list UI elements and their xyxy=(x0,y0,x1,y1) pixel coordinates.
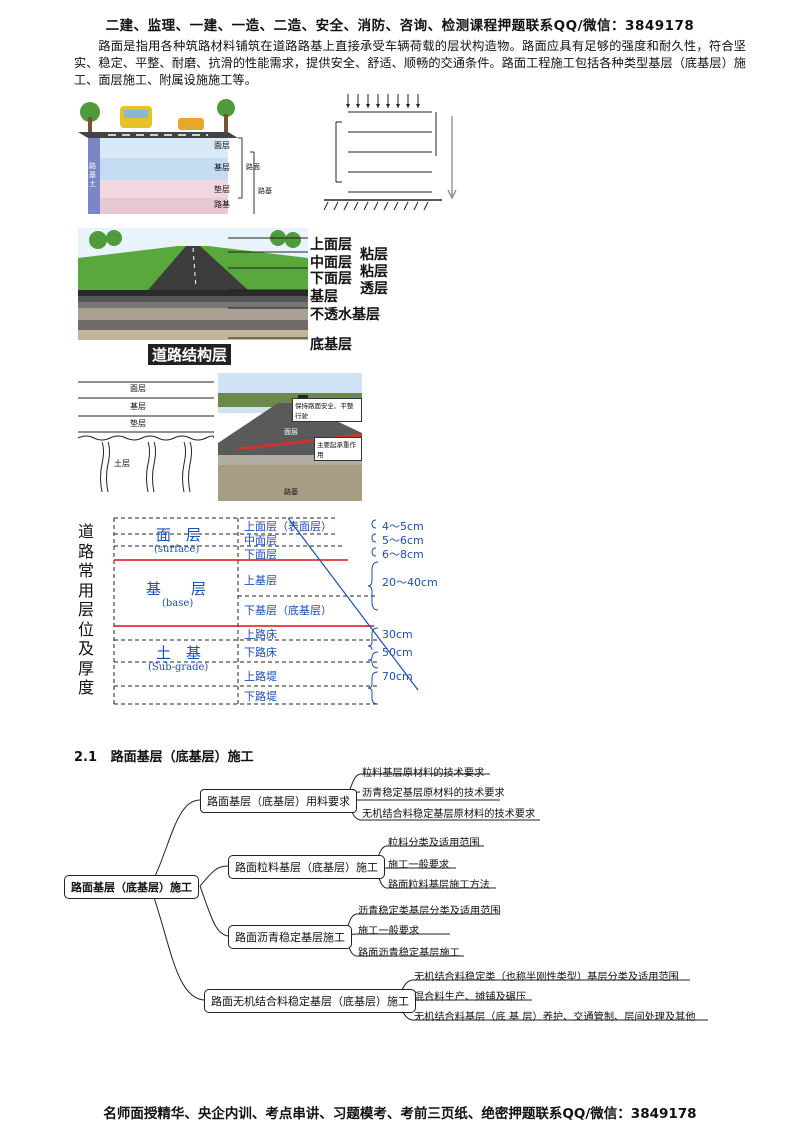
thickness-label: 50cm xyxy=(382,646,413,659)
thickness-label: 5～6cm xyxy=(382,534,424,547)
sublayer-label: 上路床 xyxy=(244,628,277,641)
mindmap-branch: 路面无机结合料稳定基层（底基层）施工 xyxy=(204,989,416,1013)
section-title: 路面基层（底基层）施工 xyxy=(110,750,254,765)
layer-label: 基层 xyxy=(130,402,146,411)
page-footer: 名师面授精华、央企内训、考点串讲、习题模考、考前三页纸、绝密押题联系QQ/微信：… xyxy=(103,1106,697,1122)
layer-label: 基层 xyxy=(310,289,338,305)
title-char: 层 xyxy=(78,600,95,619)
thickness-label: 70cm xyxy=(382,670,413,683)
layer-thickness-diagram xyxy=(113,517,419,705)
layer-label: 底基层 xyxy=(310,337,352,353)
vertical-title: 道 路 常 用 层 位 及 厚 度 xyxy=(78,522,98,698)
mindmap-leaf: 施工一般要求 xyxy=(388,860,450,871)
sublayer-label: 上基层 xyxy=(244,574,277,587)
title-char: 位 xyxy=(78,619,95,639)
section-heading: 2.1 路面基层（底基层）施工 xyxy=(74,746,254,765)
title-char: 用 xyxy=(78,580,95,600)
mindmap-branch: 路面基层（底基层）用料要求 xyxy=(200,789,357,813)
title-char: 厚 xyxy=(78,658,95,678)
layer-label: 基层 xyxy=(214,163,230,172)
page-header: 二建、监理、一建、一造、二造、安全、消防、咨询、检测课程押题联系QQ/微信：38… xyxy=(105,18,695,34)
mindmap: 路面基层（底基层）施工 路面基层（底基层）用料要求 粒料基层原材料的技术要求 沥… xyxy=(0,760,800,1030)
mindmap-leaf: 无机结合料稳定基层原材料的技术要求 xyxy=(362,809,536,820)
sublayer-label: 下路堤 xyxy=(244,690,277,703)
layer-label: 垫层 xyxy=(130,419,146,428)
sublayer-label: 下路床 xyxy=(244,646,277,659)
bracket-label: 路面 xyxy=(246,163,260,171)
coat-label: 粘层 xyxy=(360,247,388,263)
photo-note: 主要起承重作用 xyxy=(314,437,362,461)
mindmap-leaf: 沥青稳定基层原材料的技术要求 xyxy=(362,788,505,799)
layer-sketch xyxy=(77,381,215,493)
bracket-label: 路基 xyxy=(258,187,272,195)
layer-label: 面层 xyxy=(214,141,230,150)
thickness-label: 30cm xyxy=(382,628,413,641)
title-char: 道 xyxy=(78,522,95,541)
figure-caption: 道路结构层 xyxy=(148,344,232,365)
thickness-label: 4～5cm xyxy=(382,520,424,533)
layer-label: 面层 xyxy=(130,384,146,393)
mindmap-branch: 路面沥青稳定基层施工 xyxy=(228,925,352,949)
side-label: 路基土 xyxy=(89,162,96,188)
layer-label: 垫层 xyxy=(214,185,230,194)
layer-thickness-figure: 道 路 常 用 层 位 及 厚 度 面 层 (surface) 基 层 (bas… xyxy=(78,512,458,708)
mindmap-leaf: 施工一般要求 xyxy=(358,926,420,937)
group-name: 基 层 xyxy=(146,580,207,598)
mindmap-leaf: 路面粒料基层施工方法 xyxy=(388,880,490,891)
layer-label: 不透水基层 xyxy=(310,307,380,323)
sublayer-label: 上路堤 xyxy=(244,670,277,683)
group-name: 土 基 xyxy=(156,644,202,662)
mindmap-leaf: 无机结合料基层（底 基 层）养护、交通管制、层间处理及其他 xyxy=(414,1012,696,1023)
photo-note: 保持路面安全、平整行驶 xyxy=(292,398,362,422)
load-arrows-diagram xyxy=(323,94,457,211)
section-number: 2.1 xyxy=(74,750,98,765)
group-name: 面 层 xyxy=(156,526,202,544)
mindmap-leaf: 路面沥青稳定基层施工 xyxy=(358,948,460,959)
mindmap-root: 路面基层（底基层）施工 xyxy=(64,875,199,899)
thickness-label: 6～8cm xyxy=(382,548,424,561)
intro-paragraph: 路面是指用各种筑路材料铺筑在道路路基上直接承受车辆荷载的层状构造物。路面应具有足… xyxy=(74,39,746,87)
sublayer-label: 下基层（底基层） xyxy=(244,604,332,617)
mindmap-leaf: 粒料基层原材料的技术要求 xyxy=(362,768,485,779)
layer-label: 中面层 xyxy=(310,255,352,271)
road-cross-section-illustration xyxy=(78,92,278,218)
layer-label: 路基 xyxy=(214,200,230,209)
sublayer-label: 下面层 xyxy=(244,548,277,561)
group-en: (surface) xyxy=(154,544,200,555)
coat-label: 透层 xyxy=(360,281,388,297)
sublayer-label: 中面层 xyxy=(244,534,277,547)
title-char: 度 xyxy=(78,678,95,697)
load-distribution-diagram xyxy=(312,92,472,214)
road-cross-section-figure: 面层 基层 垫层 路基 路基土 路面 路基 xyxy=(78,92,278,218)
photo-label: 路基 xyxy=(284,488,298,496)
soil-label: 土层 xyxy=(114,459,130,468)
mindmap-leaf: 无机结合料稳定类（也称半刚性类型）基层分类及适用范围 xyxy=(414,972,679,983)
road-structure-figure: 上面层 中面层 下面层 基层 不透水基层 底基层 粘层 粘层 透层 道路结构层 xyxy=(78,228,388,366)
sublayer-label: 上面层（表面层） xyxy=(244,520,332,533)
mindmap-leaf: 沥青稳定类基层分类及适用范围 xyxy=(358,906,501,917)
layer-label: 下面层 xyxy=(310,271,352,287)
mindmap-leaf: 粒料分类及适用范围 xyxy=(388,838,480,849)
coat-label: 粘层 xyxy=(360,264,388,280)
mindmap-branch: 路面粒料基层（底基层）施工 xyxy=(228,855,385,879)
layer-label: 上面层 xyxy=(310,237,352,253)
thickness-label: 20～40cm xyxy=(382,576,438,589)
layer-sketch-figure: 面层 基层 垫层 土层 xyxy=(77,372,215,496)
group-en: (base) xyxy=(162,598,194,609)
group-en: (Sub-grade) xyxy=(148,662,209,673)
photo-label: 面层 xyxy=(284,428,298,436)
title-char: 及 xyxy=(78,639,95,658)
road-structure-illustration xyxy=(78,228,388,366)
title-char: 路 xyxy=(78,541,95,561)
title-char: 常 xyxy=(78,561,95,580)
mindmap-leaf: 混合料生产、摊铺及碾压 xyxy=(414,992,527,1003)
road-photo-figure: 保持路面安全、平整行驶 主要起承重作用 面层 路基 xyxy=(218,373,363,501)
